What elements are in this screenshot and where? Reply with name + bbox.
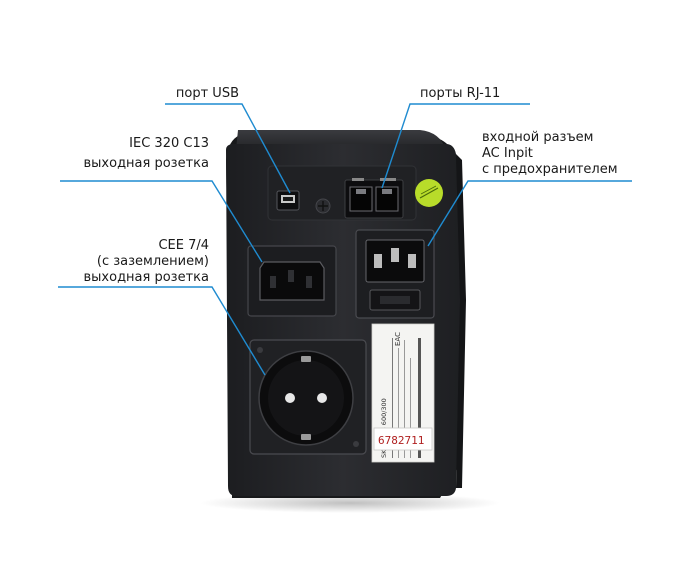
sticker-eac: EAC [394, 332, 402, 346]
usb-port [276, 190, 300, 211]
label-iec: IEC 320 C13 выходная розетка [84, 136, 210, 172]
label-iec-line2: выходная розетка [83, 156, 210, 171]
leader-rj11 [381, 103, 530, 189]
label-cee-line3: выходная розетка [83, 270, 210, 285]
leader-lines [58, 103, 632, 376]
screw-icon [315, 198, 331, 214]
product-label-sticker: SKAT-UPS 600/300 EAC 6782711 [371, 323, 435, 463]
label-cee-line1: CEE 7/4 [158, 238, 209, 253]
label-input-line2: AC Inpit [482, 146, 533, 161]
label-input: входной разъем AC Inpit с предохранителе… [482, 130, 618, 178]
ac-input-socket [355, 229, 435, 319]
label-rj11: порты RJ-11 [420, 86, 501, 101]
label-input-line1: входной разъем [482, 130, 594, 145]
rj11-ports [344, 178, 404, 219]
label-usb: порт USB [175, 86, 239, 101]
leader-usb [165, 103, 291, 194]
leader-input [427, 180, 632, 247]
green-sticker [415, 179, 443, 207]
sticker-serial: 6782711 [378, 434, 424, 447]
label-cee-line2: (с заземлением) [96, 254, 209, 269]
label-iec-line1: IEC 320 C13 [129, 136, 209, 151]
iec-c13-outlet [247, 245, 337, 317]
cee74-outlet [249, 339, 367, 455]
label-cee: CEE 7/4 (с заземлением) выходная розетка [84, 238, 210, 286]
leader-cee [58, 286, 266, 376]
leader-iec [60, 180, 263, 263]
label-input-line3: с предохранителем [482, 162, 618, 177]
